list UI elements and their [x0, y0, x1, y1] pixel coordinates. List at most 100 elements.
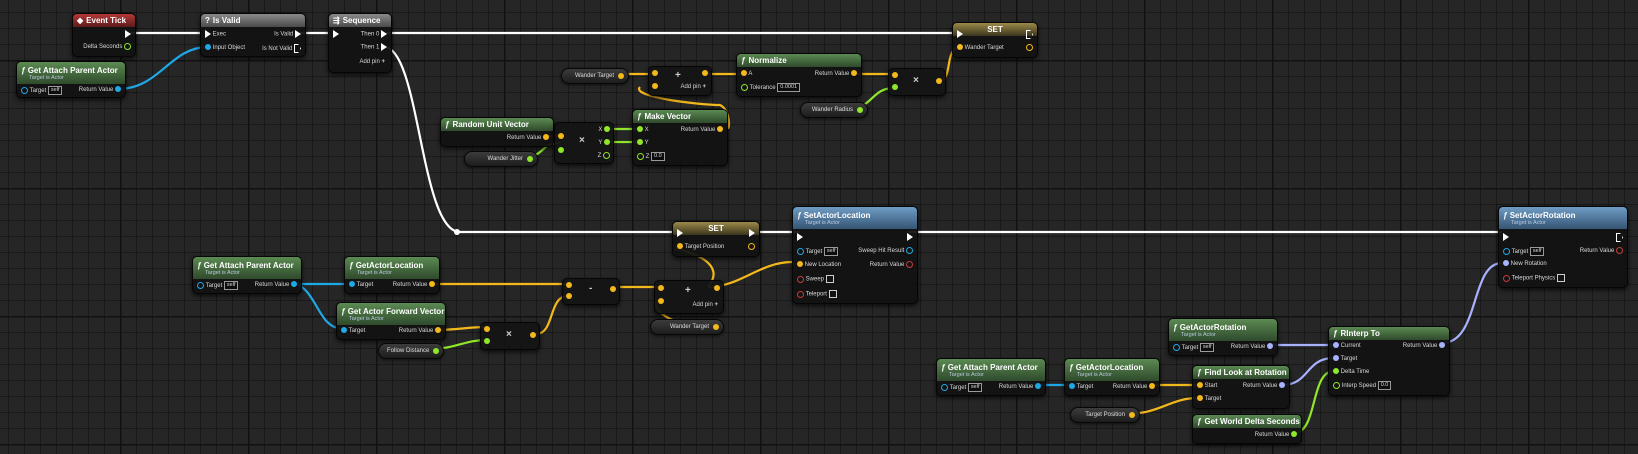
wander-target-var[interactable]: Wander Target: [650, 319, 724, 335]
object-out-pin[interactable]: [291, 281, 297, 288]
add-pin-button[interactable]: Add pin +: [692, 301, 718, 309]
event-tick-node[interactable]: ◆Event Tick Delta Seconds: [72, 13, 136, 57]
struct-out-pin[interactable]: [906, 247, 913, 254]
vector-out-pin[interactable]: [1129, 412, 1135, 418]
sweep-checkbox[interactable]: [825, 275, 834, 283]
teleport-checkbox[interactable]: [828, 290, 837, 298]
vector-out-pin[interactable]: [714, 285, 720, 292]
is-valid-node[interactable]: ?Is Valid Exec Input Object Is Valid Is …: [200, 13, 306, 57]
self-value[interactable]: self: [967, 383, 983, 392]
target-position-var[interactable]: Target Position: [1070, 407, 1140, 423]
vector-pin[interactable]: [957, 44, 963, 51]
rotator-out-pin[interactable]: [1439, 342, 1445, 349]
bool-pin[interactable]: [1503, 274, 1510, 282]
float-pin[interactable]: [1333, 368, 1339, 375]
self-value[interactable]: self: [1199, 343, 1215, 352]
exec-out-pin[interactable]: [1026, 30, 1033, 39]
float-pin[interactable]: [484, 338, 490, 345]
add-node[interactable]: + Add pin +: [654, 280, 724, 314]
exec-in-pin[interactable]: [797, 233, 803, 241]
vector-out-pin[interactable]: [936, 78, 942, 85]
rotator-out-pin[interactable]: [1279, 382, 1285, 389]
exec-out-pin[interactable]: [295, 30, 301, 38]
object-pin[interactable]: [205, 44, 211, 51]
vector-out-pin[interactable]: [618, 73, 624, 79]
interp-speed-input[interactable]: 0.0: [1377, 381, 1392, 390]
object-out-pin[interactable]: [115, 86, 121, 93]
exec-in-pin[interactable]: [957, 30, 963, 38]
multiply-node[interactable]: ×: [888, 68, 946, 96]
wander-jitter-var[interactable]: Wander Jitter: [464, 151, 538, 167]
float-out-pin[interactable]: [1291, 431, 1297, 438]
float-out-pin[interactable]: [527, 156, 533, 162]
set-target-position-node[interactable]: SET Target Position: [672, 221, 760, 257]
add-pin-button[interactable]: Add pin +: [359, 58, 385, 66]
object-pin[interactable]: [797, 248, 804, 255]
float-out-pin[interactable]: [603, 152, 610, 159]
teleport-physics-checkbox[interactable]: [1556, 274, 1565, 282]
vector-out-pin[interactable]: [1149, 383, 1155, 390]
exec-in-pin[interactable]: [205, 30, 211, 38]
object-pin[interactable]: [1503, 248, 1510, 255]
bool-out-pin[interactable]: [1616, 247, 1623, 254]
sequence-node[interactable]: ⇶Sequence Then 0 Then 1 Add pin +: [328, 13, 392, 73]
vector-pin[interactable]: [652, 70, 658, 77]
float-pin[interactable]: [637, 139, 643, 146]
self-value[interactable]: self: [47, 86, 63, 95]
exec-out-pin[interactable]: [381, 30, 387, 38]
exec-out-pin[interactable]: [294, 44, 301, 53]
multiply-node[interactable]: ×: [480, 322, 540, 350]
float-out-pin[interactable]: [604, 139, 610, 146]
vector-out-pin[interactable]: [702, 70, 708, 77]
vector-out-pin[interactable]: [429, 281, 435, 288]
object-pin[interactable]: [21, 87, 28, 94]
rotator-out-pin[interactable]: [1267, 343, 1273, 350]
vector-pin[interactable]: [797, 261, 803, 268]
self-value[interactable]: self: [823, 247, 839, 256]
object-pin[interactable]: [1173, 344, 1180, 351]
vector-pin[interactable]: [1197, 395, 1203, 402]
bool-pin[interactable]: [797, 275, 804, 283]
exec-in-pin[interactable]: [333, 30, 339, 38]
float-pin[interactable]: [124, 43, 131, 50]
vector-out-pin[interactable]: [713, 324, 719, 330]
vector-pin[interactable]: [484, 326, 490, 333]
vector-out-pin[interactable]: [530, 332, 536, 339]
vector-pin[interactable]: [677, 243, 683, 250]
vector-out-pin[interactable]: [1026, 44, 1033, 51]
exec-in-pin[interactable]: [677, 229, 683, 237]
object-out-pin[interactable]: [1035, 383, 1041, 390]
float-pin[interactable]: [892, 84, 898, 91]
exec-out-pin[interactable]: [907, 233, 913, 241]
vector-pin[interactable]: [658, 298, 664, 305]
follow-distance-var[interactable]: Follow Distance: [378, 343, 444, 359]
vector-pin[interactable]: [566, 293, 572, 300]
object-pin[interactable]: [341, 327, 347, 334]
z-input[interactable]: 0.0: [651, 152, 665, 161]
vector-pin[interactable]: [741, 70, 747, 77]
vector-out-pin[interactable]: [717, 126, 723, 133]
float-pin[interactable]: [741, 84, 748, 91]
float-pin[interactable]: [558, 147, 564, 154]
bool-out-pin[interactable]: [906, 261, 913, 268]
vector-out-pin[interactable]: [435, 327, 441, 334]
bool-pin[interactable]: [797, 290, 804, 298]
rotator-pin[interactable]: [1333, 355, 1339, 362]
vector-pin[interactable]: [1197, 382, 1203, 389]
vector-pin[interactable]: [892, 72, 898, 79]
vector-pin[interactable]: [566, 282, 572, 289]
add-pin-button[interactable]: Add pin +: [680, 83, 706, 91]
